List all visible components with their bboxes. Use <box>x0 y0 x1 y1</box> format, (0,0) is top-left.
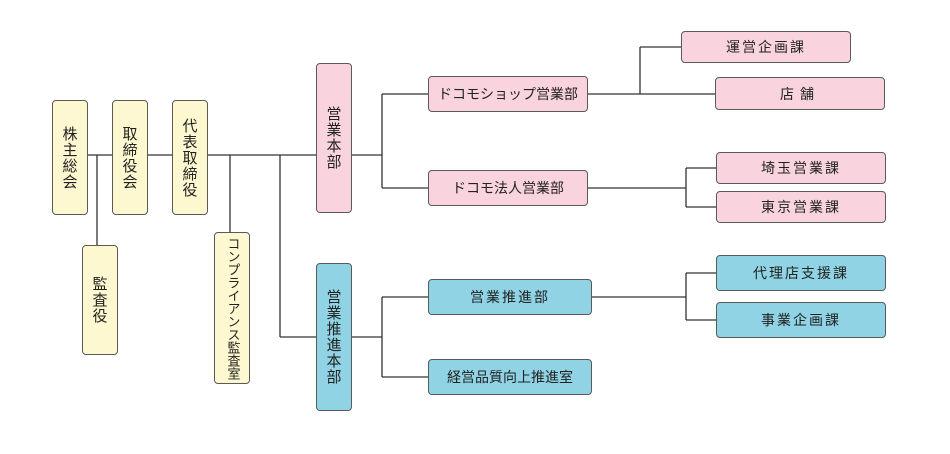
representative-director-box: 代表取締役 <box>172 100 208 215</box>
saitama-sales-section-box: 埼玉営業課 <box>716 152 886 184</box>
board-of-directors-box: 取締役会 <box>112 100 148 215</box>
stores-section-label: 店舗 <box>780 86 820 103</box>
sales-promotion-dept-label: 営業推進部 <box>470 290 550 306</box>
tokyo-sales-section-label: 東京営業課 <box>761 200 841 216</box>
quality-improvement-office-label: 経営品質向上推進室 <box>447 370 573 386</box>
sales-promotion-headquarters-label: 営業推進本部 <box>324 289 343 385</box>
agency-support-section-label: 代理店支援課 <box>753 266 849 282</box>
business-planning-section-box: 事業企画課 <box>716 302 886 338</box>
representative-director-label: 代表取締役 <box>180 117 199 198</box>
docomo-shop-sales-dept-box: ドコモショップ営業部 <box>428 76 588 112</box>
stores-section-box: 店舗 <box>715 77 885 110</box>
saitama-sales-section-label: 埼玉営業課 <box>761 161 841 177</box>
compliance-audit-office-label: コンプライアンス監査室 <box>224 236 240 380</box>
compliance-audit-office-box: コンプライアンス監査室 <box>214 232 250 384</box>
shareholders-meeting-box: 株主総会 <box>52 100 88 215</box>
sales-promotion-dept-box: 営業推進部 <box>428 279 592 315</box>
operations-planning-section-label: 運営企画課 <box>726 40 806 56</box>
agency-support-section-box: 代理店支援課 <box>716 255 886 291</box>
sales-promotion-headquarters-box: 営業推進本部 <box>316 263 352 411</box>
docomo-corporate-sales-dept-box: ドコモ法人営業部 <box>428 170 588 206</box>
docomo-shop-sales-dept-label: ドコモショップ営業部 <box>438 87 578 103</box>
auditor-box: 監査役 <box>82 245 118 355</box>
shareholders-meeting-label: 株主総会 <box>60 125 79 190</box>
sales-headquarters-label: 営業本部 <box>324 106 343 170</box>
business-planning-section-label: 事業企画課 <box>761 313 841 329</box>
operations-planning-section-box: 運営企画課 <box>681 31 851 63</box>
quality-improvement-office-box: 経営品質向上推進室 <box>428 359 592 395</box>
tokyo-sales-section-box: 東京営業課 <box>716 191 886 223</box>
sales-headquarters-box: 営業本部 <box>316 63 352 213</box>
board-of-directors-label: 取締役会 <box>120 125 139 190</box>
docomo-corporate-sales-dept-label: ドコモ法人営業部 <box>452 181 564 197</box>
auditor-label: 監査役 <box>90 276 109 324</box>
